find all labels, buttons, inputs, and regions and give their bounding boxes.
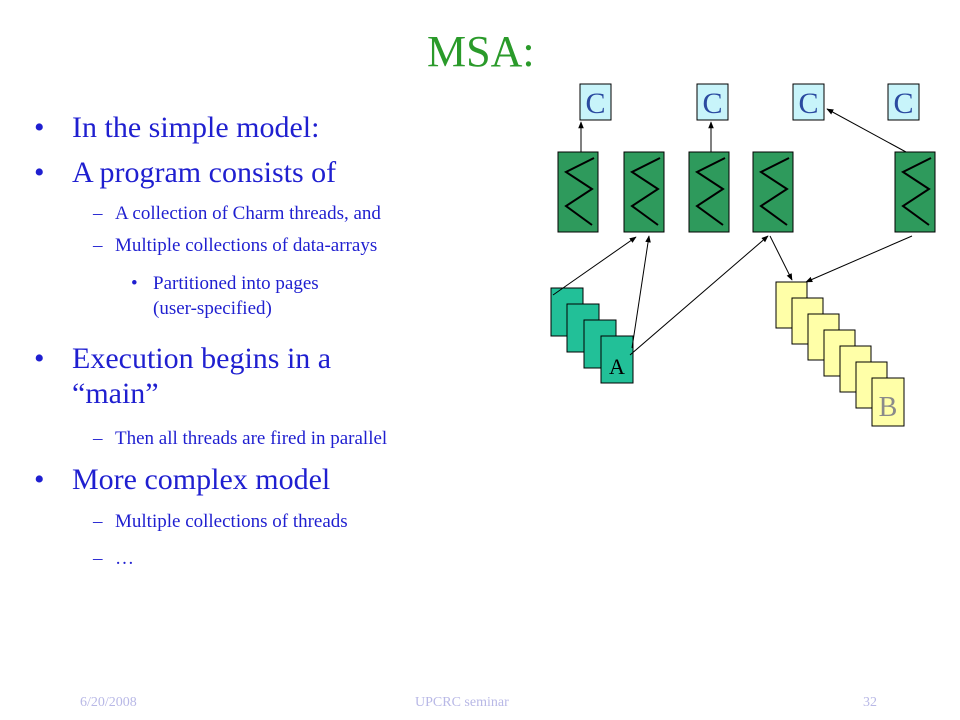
footer-date: 6/20/2008: [80, 695, 137, 710]
arrow-thread5-b: [805, 235, 913, 283]
bullet-text-line-1: Execution begins in a: [72, 342, 332, 375]
subsubbullet-line-1: Partitioned into pages: [153, 273, 319, 294]
bullet-text: A program consists of: [72, 156, 337, 189]
arrow-a-thread2-right: [631, 235, 651, 349]
page-stack-b: B: [775, 281, 905, 427]
arrow-thread4-b: [769, 235, 793, 281]
arrow-thread5-c3: [826, 108, 907, 153]
bullet-dot: •: [34, 111, 45, 144]
thread-1: [557, 151, 599, 233]
thread-3: [688, 151, 730, 233]
slide-title: MSA:: [427, 27, 535, 76]
bullet-text-line-2: “main”: [72, 377, 159, 410]
subbullet-dash: –: [93, 511, 103, 532]
bullet-dot: •: [131, 273, 138, 294]
bullet-dot: •: [34, 156, 45, 189]
c-label: C: [702, 87, 722, 120]
subbullet-text: Then all threads are fired in parallel: [115, 428, 388, 449]
subsubbullet-line-2: (user-specified): [153, 298, 272, 319]
subbullet-text: A collection of Charm threads, and: [115, 203, 381, 224]
subbullet-text: Multiple collections of threads: [115, 511, 348, 532]
thread-2: [623, 151, 665, 233]
arrow-a-thread2-left: [552, 236, 637, 296]
bullet-dot: •: [34, 463, 45, 496]
c-label: C: [893, 87, 913, 120]
footer-page-number: 32: [863, 695, 877, 710]
subbullet-dash: –: [93, 203, 103, 224]
bullet-dot: •: [34, 342, 45, 375]
bullet-text: In the simple model:: [72, 111, 320, 144]
subbullet-text: …: [115, 548, 134, 569]
subbullet-dash: –: [93, 548, 103, 569]
thread-4: [752, 151, 794, 233]
c-box-3: C: [792, 83, 825, 121]
page-label-b: B: [879, 392, 898, 423]
c-box-4: C: [887, 83, 920, 121]
footer-center: UPCRC seminar: [415, 695, 509, 710]
c-label: C: [585, 87, 605, 120]
subbullet-dash: –: [93, 428, 103, 449]
c-label: C: [798, 87, 818, 120]
c-box-1: C: [579, 83, 612, 121]
subbullet-text: Multiple collections of data-arrays: [115, 235, 378, 256]
c-box-2: C: [696, 83, 729, 121]
subbullet-dash: –: [93, 235, 103, 256]
bullet-text: More complex model: [72, 463, 331, 496]
arrow-a-thread4: [629, 235, 769, 356]
page-label-a: A: [609, 354, 625, 379]
thread-5: [894, 151, 936, 233]
page-stack-a: A: [550, 287, 634, 384]
